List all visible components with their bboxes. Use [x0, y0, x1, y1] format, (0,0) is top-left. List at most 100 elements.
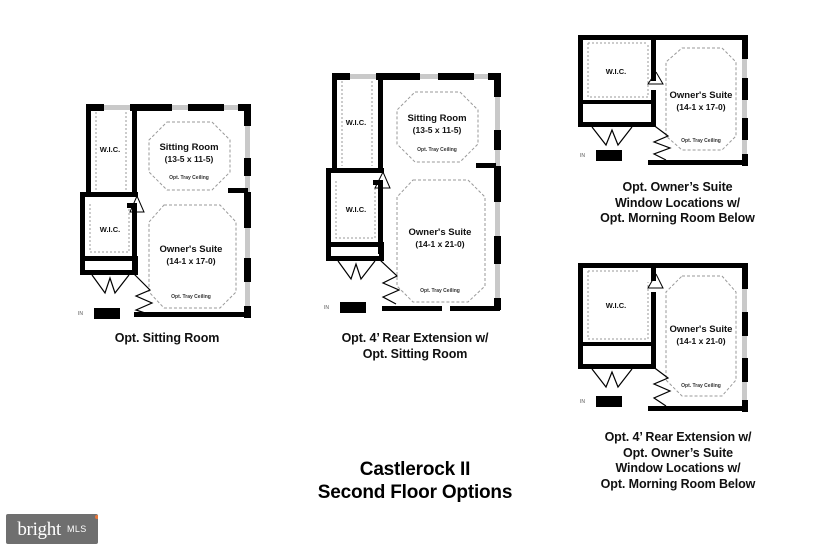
- caption-plan-opt-rear-ext-window-locations: Opt. 4’ Rear Extension w/ Opt. Owner’s S…: [600, 430, 756, 491]
- door-swing-wic: [647, 273, 664, 289]
- wall-right-e: [494, 298, 501, 310]
- shelf-outline: [587, 43, 649, 98]
- legend-marker-label: IN: [580, 153, 585, 159]
- legend-block: [340, 302, 366, 313]
- wall-entry-right: [133, 256, 138, 275]
- wall-entry-header: [80, 270, 138, 275]
- room-label-sitting-room: Sitting Room: [407, 113, 466, 124]
- plan2-geometry: IN: [324, 73, 501, 313]
- wall-left-upper: [86, 104, 91, 196]
- wall-left: [578, 35, 583, 127]
- break-line: [651, 123, 672, 161]
- wall-entry-header: [578, 122, 656, 127]
- break-line: [651, 365, 672, 407]
- plan1-geometry: IN: [78, 104, 251, 319]
- room-label-owners-suite: Owner's Suite: [409, 227, 472, 238]
- wall-right-a: [244, 104, 251, 126]
- wall-bottom-right-b: [450, 306, 500, 311]
- wall-top-c: [142, 104, 172, 111]
- floorplan-opt-rear-ext-sitting-room: IN W.I.C. W.I.C. Sitting Room (13-5 x 11…: [318, 70, 513, 320]
- wall-bottom-right-a: [382, 306, 442, 311]
- legend-marker-label: IN: [580, 399, 585, 405]
- tray-ceiling-owners-suite: [665, 275, 737, 397]
- wall-right-d: [244, 258, 251, 282]
- wall-right-b: [244, 158, 251, 176]
- floorplan-opt-rear-ext-window-locations: IN W.I.C. Owner's Suite (14-1 x 21-0) Op…: [570, 260, 755, 418]
- double-door-swing: [591, 368, 633, 389]
- wall-wic-divider: [132, 104, 137, 196]
- watermark-accent-dot: [95, 515, 98, 519]
- wall-bottom-right: [134, 312, 250, 317]
- wall-wic-upper-bottom: [86, 192, 138, 197]
- double-door-swing: [337, 260, 376, 281]
- double-door-swing: [591, 126, 633, 147]
- wall-wic-bottom: [578, 342, 656, 346]
- wall-top-d: [188, 104, 224, 111]
- wall-bottom-right: [648, 160, 748, 165]
- caption-plan-opt-sitting-room: Opt. Sitting Room: [114, 331, 220, 345]
- wall-top-left: [578, 263, 656, 268]
- room-dims-sitting-room: (13-5 x 11-5): [413, 125, 462, 135]
- legend-block: [596, 150, 622, 161]
- wall-right-b: [742, 312, 748, 336]
- wall-interior-right-stub: [228, 188, 248, 193]
- page-title-line2: Second Floor Options: [317, 482, 513, 503]
- legend-marker-label: IN: [78, 311, 83, 317]
- room-dims-sitting-room: (13-5 x 11-5): [165, 154, 214, 164]
- wall-wic-bottom: [578, 100, 656, 104]
- floorplan-drawing: IN W.I.C. W.I.C. Sitting Room (13-5 x 11…: [324, 73, 501, 313]
- wall-entry-left: [578, 100, 583, 127]
- floorplan-opt-sitting-room: IN W.I.C. W.I.C. Sitting Room (13-5 x 11…: [72, 100, 262, 325]
- wall-entry-left: [80, 256, 85, 275]
- wall-wic-upper-bottom: [332, 168, 384, 173]
- room-note-owners-suite: Opt. Tray Ceiling: [420, 288, 460, 294]
- double-door-swing: [91, 274, 130, 295]
- tray-ceiling-owners-suite: [665, 47, 737, 151]
- wall-top-c: [390, 73, 420, 80]
- room-label-owners-suite: Owner's Suite: [160, 244, 223, 255]
- room-dims-owners-suite: (14-1 x 17-0): [166, 256, 215, 266]
- wall-right-a: [742, 263, 748, 289]
- room-label-wic-lower: W.I.C.: [346, 205, 366, 214]
- page-title-line1: Castlerock II: [359, 459, 471, 480]
- shelf-outline: [89, 204, 130, 253]
- wall-entry-left: [578, 342, 583, 369]
- wall-wic-divider-lower: [651, 292, 656, 344]
- room-label-wic: W.I.C.: [606, 301, 626, 310]
- wall-entry-right: [379, 242, 384, 261]
- shelf-outline: [587, 271, 649, 340]
- tray-ceiling-owners-suite: [148, 204, 237, 309]
- tray-ceiling-owners-suite: [396, 179, 486, 303]
- legend-marker-label: IN: [324, 305, 329, 311]
- plan4-geometry: IN: [578, 263, 748, 412]
- wall-left-lower: [80, 192, 85, 270]
- room-note-owners-suite: Opt. Tray Ceiling: [681, 383, 721, 389]
- wall-top-d: [438, 73, 474, 80]
- floorplan-drawing: IN W.I.C. Owner's Suite (14-1 x 21-0) Op…: [578, 263, 748, 412]
- wall-top-right: [654, 263, 748, 268]
- wall-wic-lower-jog: [127, 203, 137, 208]
- room-label-wic-upper: W.I.C.: [346, 118, 366, 127]
- wall-right-c: [244, 192, 251, 228]
- wall-right-b: [742, 78, 748, 100]
- wall-entry-header: [578, 364, 656, 369]
- watermark-brand: bright: [17, 518, 61, 540]
- room-label-wic-lower: W.I.C.: [100, 225, 120, 234]
- wall-top-a: [332, 73, 350, 80]
- wall-wic-lower-right: [132, 206, 137, 270]
- wall-interior-right-stub: [476, 163, 496, 168]
- shelf-outline: [335, 181, 376, 239]
- room-note-owners-suite: Opt. Tray Ceiling: [171, 294, 211, 300]
- wall-wic-divider-upper: [651, 263, 656, 281]
- wall-top-left: [578, 35, 656, 40]
- room-dims-owners-suite: (14-1 x 21-0): [676, 336, 725, 346]
- floorplan-drawing: IN W.I.C. Owner's Suite (14-1 x 17-0) Op…: [578, 35, 748, 166]
- legend-block: [596, 396, 622, 407]
- wall-top-a: [86, 104, 104, 111]
- wall-right-c: [742, 118, 748, 140]
- wall-entry-right: [651, 342, 656, 369]
- wall-wic-divider-upper: [651, 35, 656, 81]
- wall-wic-lower-bottom: [326, 242, 384, 247]
- watermark-suffix: MLS: [66, 524, 87, 534]
